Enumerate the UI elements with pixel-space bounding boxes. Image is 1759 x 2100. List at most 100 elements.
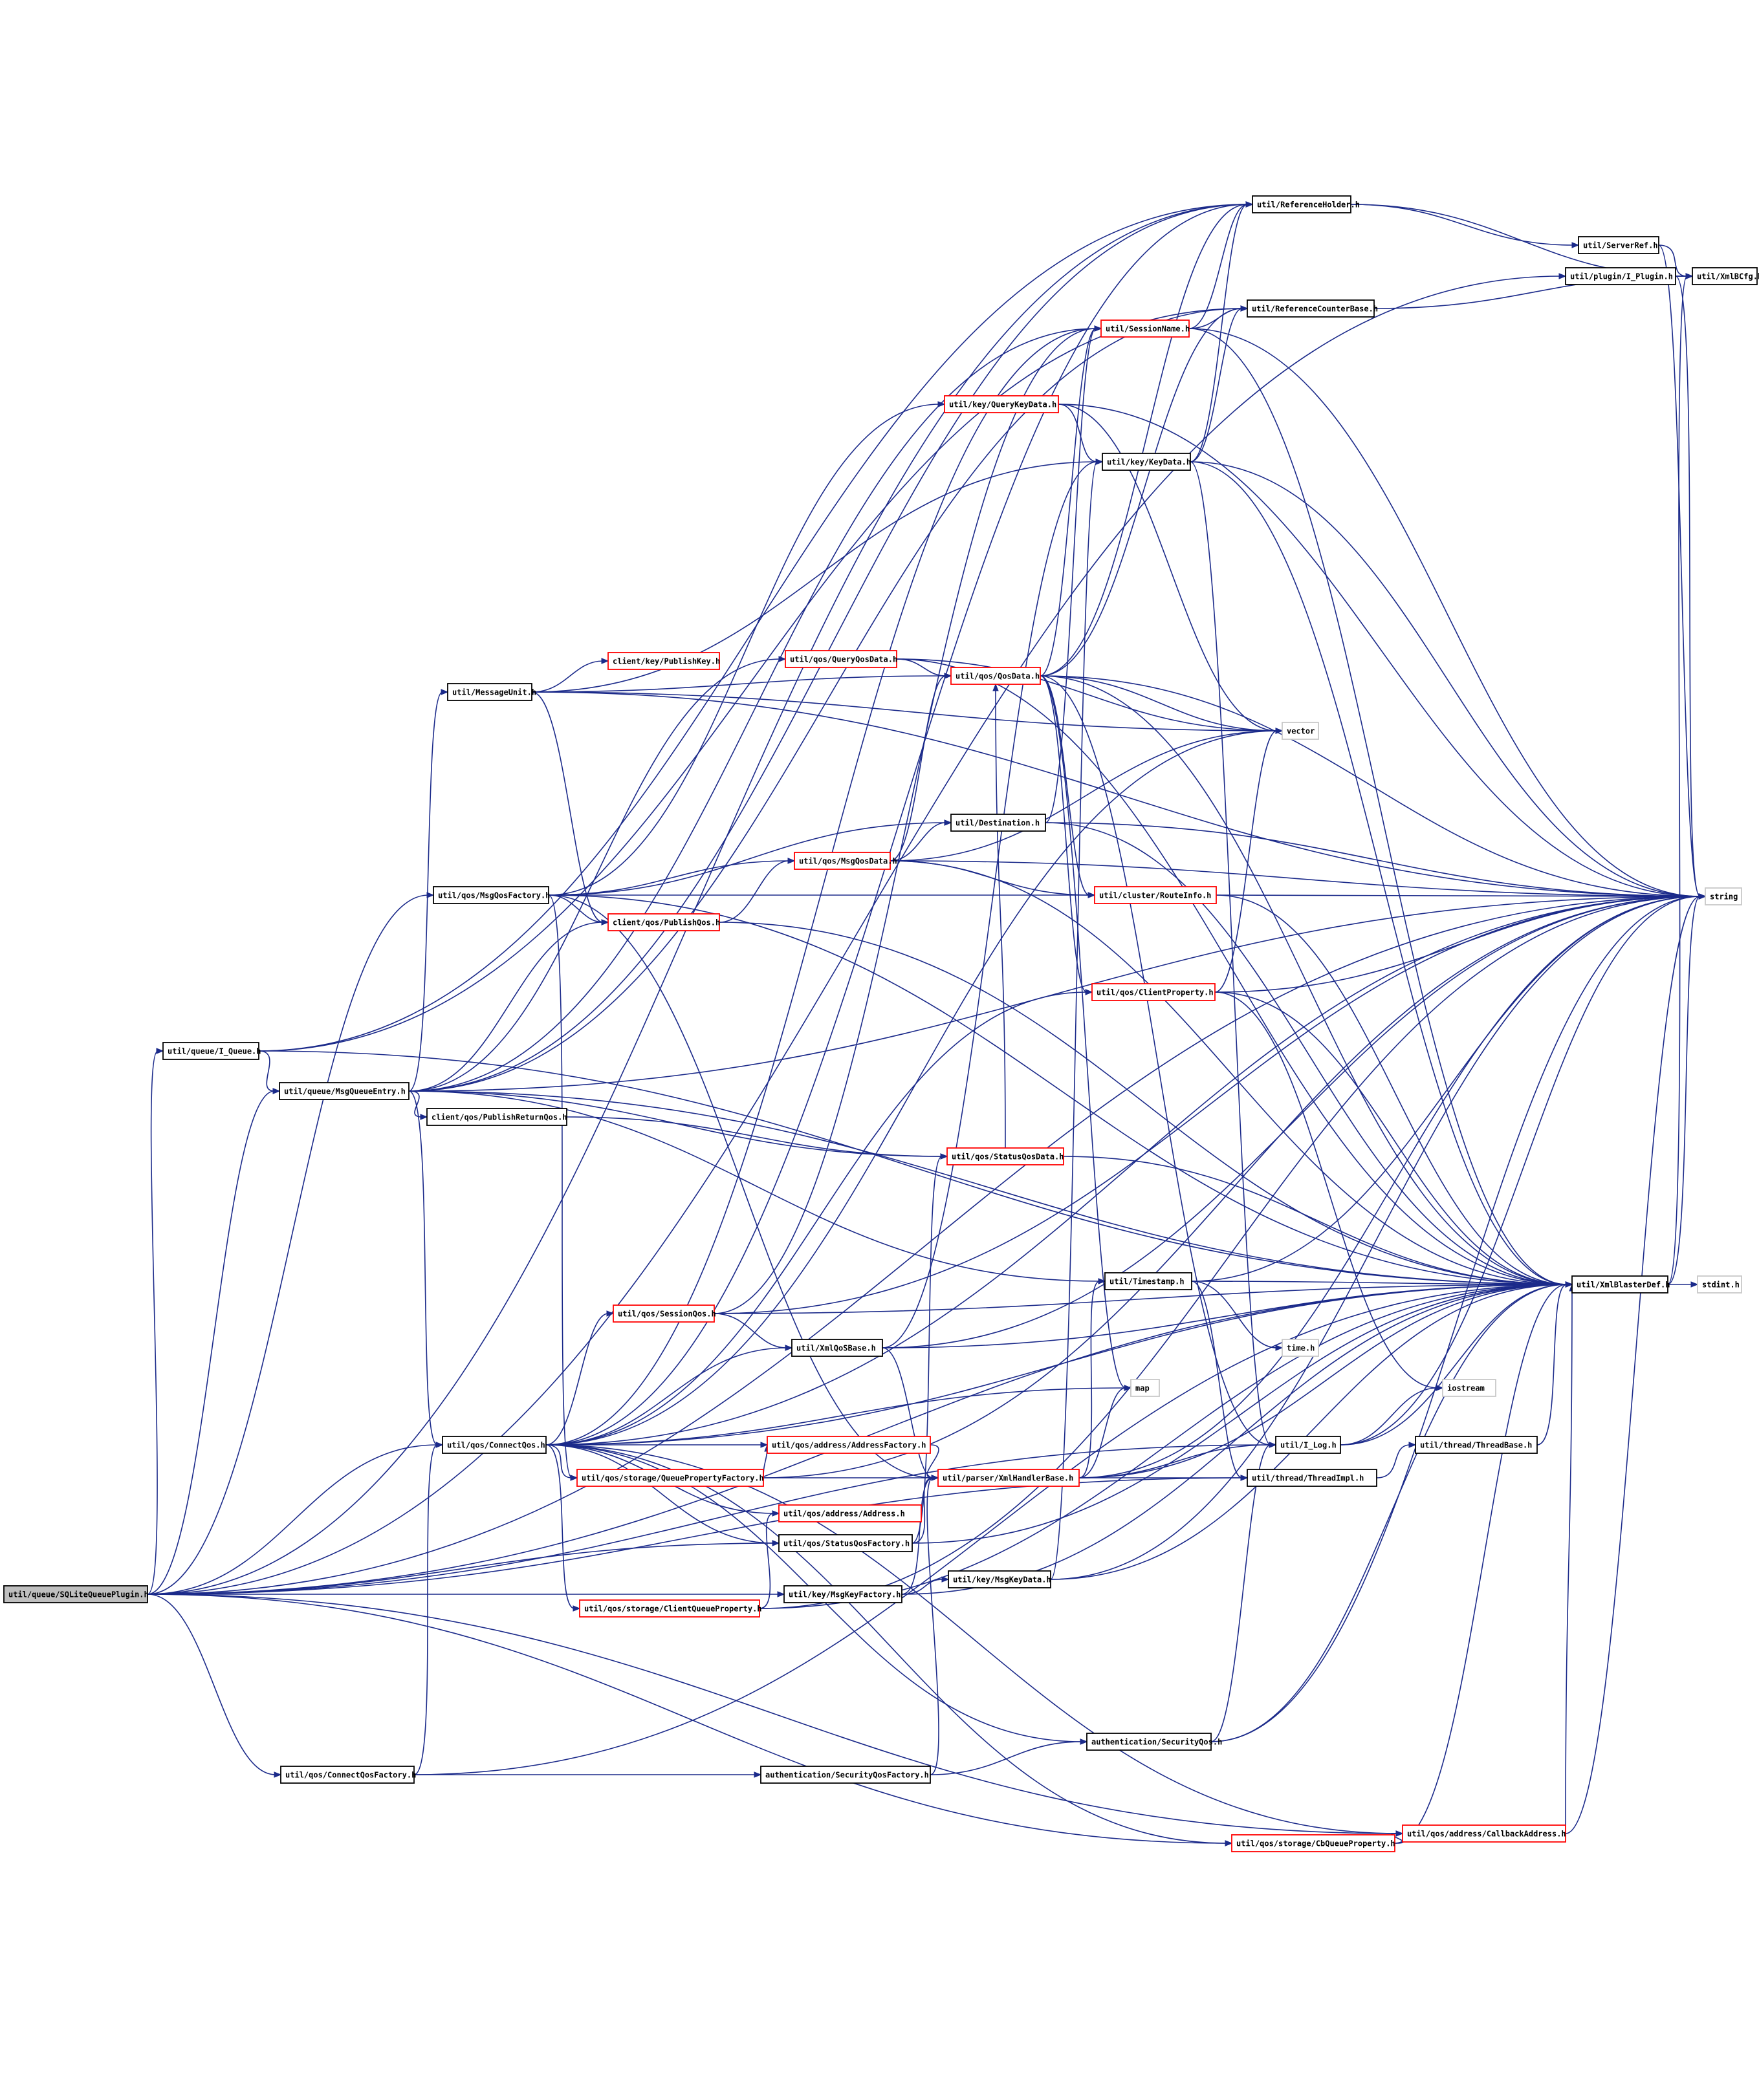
header-file-node[interactable]: iostream	[1442, 1379, 1496, 1397]
include-edge-qosdata-to-routeinfo	[1040, 675, 1090, 896]
header-file-node[interactable]: string	[1705, 887, 1742, 905]
header-file-node[interactable]: util/ServerRef.h	[1578, 236, 1659, 254]
include-edge-root-to-iqueue	[147, 1050, 158, 1595]
header-file-node[interactable]: util/cluster/RouteInfo.h	[1094, 886, 1217, 904]
node-box	[433, 886, 549, 904]
node-label: util/qos/MsgQosData.h	[799, 857, 897, 866]
node-label: util/ReferenceCounterBase.h	[1252, 305, 1378, 314]
include-edge-mqfac-to-pubqos	[548, 894, 604, 923]
include-edge-mqe-to-msgunit	[408, 691, 443, 1092]
header-file-node[interactable]: authentication/SecurityQos.h	[1086, 1733, 1222, 1751]
include-edge-secfac-to-secqos	[930, 1741, 1082, 1775]
include-edge-msgqos-to-xmlbdef	[890, 860, 1568, 1285]
header-file-node[interactable]: util/thread/ThreadBase.h	[1415, 1436, 1538, 1454]
header-file-node[interactable]: util/parser/XmlHandlerBase.h	[937, 1469, 1080, 1487]
include-edge-arrowhead	[1085, 989, 1093, 995]
header-file-node[interactable]: client/key/PublishKey.h	[607, 652, 720, 670]
node-label: util/Destination.h	[956, 819, 1040, 828]
node-box	[950, 667, 1041, 685]
header-file-node[interactable]: util/key/QueryKeyData.h	[944, 395, 1059, 413]
header-file-node[interactable]: util/qos/StatusQosData.h	[946, 1147, 1064, 1165]
node-label: iostream	[1447, 1384, 1485, 1393]
include-edge-mqe-to-pubret	[408, 1090, 422, 1118]
header-file-node[interactable]: util/thread/ThreadImpl.h	[1247, 1469, 1377, 1487]
header-file-node[interactable]: util/qos/storage/ClientQueueProperty.h	[579, 1599, 762, 1618]
node-label: util/XmlBlasterDef.h	[1577, 1281, 1670, 1290]
header-file-node[interactable]: util/qos/address/CallbackAddress.h	[1402, 1824, 1566, 1843]
header-file-node[interactable]: util/XmlQoSBase.h	[791, 1339, 883, 1357]
header-file-node[interactable]: util/plugin/I_Plugin.h	[1565, 267, 1676, 285]
include-edge-connqos-to-string	[545, 896, 1701, 1445]
header-file-node[interactable]: util/qos/MsgQosData.h	[794, 852, 897, 870]
include-edge-dest-to-xmlbdef	[1045, 822, 1568, 1285]
node-label: client/qos/PublishReturnQos.h	[432, 1113, 567, 1122]
include-edge-arrowhead	[1395, 1830, 1404, 1837]
include-edge-arrowhead	[1269, 1442, 1277, 1448]
header-file-node[interactable]: util/qos/QosData.h	[950, 667, 1041, 685]
include-edge-mqfac-to-dest	[548, 822, 946, 896]
header-file-node[interactable]: util/qos/QueryQosData.h	[785, 650, 897, 668]
include-edge-mqe-to-refholder	[408, 204, 1248, 1092]
node-label: util/qos/ClientProperty.h	[1097, 988, 1214, 997]
header-file-node[interactable]: util/queue/I_Queue.h	[162, 1042, 261, 1060]
header-file-node[interactable]: util/I_Log.h	[1275, 1436, 1341, 1454]
include-edge-iqueue-to-xmlbdef	[258, 1050, 1568, 1285]
include-edge-arrowhead	[1275, 1345, 1284, 1351]
include-edge-connqos-to-queuepropfac	[545, 1444, 573, 1478]
node-label: util/key/MsgKeyFactory.h	[789, 1590, 901, 1599]
include-edge-connfac-to-xmlbdef	[413, 1284, 1568, 1775]
header-file-node[interactable]: util/XmlBlasterDef.h	[1571, 1275, 1670, 1294]
header-file-node[interactable]: authentication/SecurityQosFactory.h	[760, 1766, 931, 1784]
header-file-node[interactable]: util/qos/address/Address.h	[778, 1504, 922, 1522]
header-file-node[interactable]: client/qos/PublishReturnQos.h	[426, 1108, 567, 1126]
include-edge-mqfac-to-querykey	[548, 404, 940, 896]
header-file-node[interactable]: util/Destination.h	[950, 814, 1046, 832]
include-edge-arrowhead	[937, 401, 946, 407]
node-box	[1231, 1834, 1395, 1852]
header-file-node[interactable]: util/qos/ClientProperty.h	[1091, 983, 1216, 1001]
header-file-node[interactable]: util/qos/ConnectQosFactory.h	[280, 1766, 416, 1784]
node-box	[950, 814, 1046, 832]
node-label: authentication/SecurityQosFactory.h	[765, 1771, 929, 1780]
root-file-node[interactable]: util/queue/SQLiteQueuePlugin.h	[3, 1585, 149, 1603]
node-box	[1130, 1379, 1160, 1397]
header-file-node[interactable]: stdint.h	[1697, 1275, 1742, 1294]
include-edge-sessname-to-xmlbdef	[1188, 328, 1568, 1285]
include-edge-arrowhead	[1408, 1442, 1417, 1448]
header-file-node[interactable]: util/key/KeyData.h	[1102, 453, 1191, 471]
include-edge-iqueue-to-refcounter	[258, 308, 1243, 1052]
include-edge-arrowhead	[777, 1591, 785, 1597]
header-file-node[interactable]: vector	[1282, 722, 1319, 740]
header-file-node[interactable]: util/Timestamp.h	[1104, 1272, 1192, 1290]
header-file-node[interactable]: map	[1130, 1379, 1160, 1397]
header-file-node[interactable]: util/qos/address/AddressFactory.h	[767, 1436, 931, 1454]
header-file-node[interactable]: time.h	[1282, 1339, 1319, 1357]
header-file-node[interactable]: util/queue/MsgQueueEntry.h	[279, 1082, 410, 1100]
node-label: util/qos/address/Address.h	[783, 1510, 905, 1519]
include-edge-arrowhead	[272, 1088, 281, 1094]
node-label: util/qos/MsgQosFactory.h	[438, 891, 550, 900]
include-edge-connqos-to-vector	[545, 730, 1278, 1445]
header-file-node[interactable]: util/qos/ConnectQos.h	[442, 1436, 547, 1454]
include-edge-serverref-to-xmlbcfg	[1658, 244, 1688, 277]
header-file-node[interactable]: util/MessageUnit.h	[447, 683, 536, 701]
header-file-node[interactable]: util/qos/StatusQosFactory.h	[778, 1534, 913, 1552]
include-edge-arrowhead	[1225, 1840, 1233, 1846]
header-file-node[interactable]: util/key/MsgKeyData.h	[948, 1570, 1051, 1588]
header-file-node[interactable]: util/key/MsgKeyFactory.h	[783, 1585, 902, 1603]
header-file-node[interactable]: util/ReferenceHolder.h	[1252, 195, 1360, 213]
header-file-node[interactable]: util/SessionName.h	[1100, 319, 1190, 338]
node-box	[1247, 299, 1375, 318]
include-edge-msgqos-to-string	[890, 860, 1701, 897]
node-box	[1104, 1272, 1192, 1290]
include-edge-connqos-to-statusfac	[545, 1444, 774, 1544]
header-file-node[interactable]: util/qos/storage/QueuePropertyFactory.h	[576, 1469, 764, 1487]
include-edge-root-to-connfac	[147, 1594, 276, 1775]
header-file-node[interactable]: util/qos/MsgQosFactory.h	[433, 886, 550, 904]
header-file-node[interactable]: util/XmlBCfg.h	[1692, 267, 1759, 285]
node-label: util/MessageUnit.h	[452, 688, 536, 697]
header-file-node[interactable]: util/qos/SessionQos.h	[613, 1304, 716, 1323]
header-file-node[interactable]: util/qos/storage/CbQueueProperty.h	[1231, 1834, 1395, 1852]
header-file-node[interactable]: client/qos/PublishQos.h	[607, 913, 720, 931]
header-file-node[interactable]: util/ReferenceCounterBase.h	[1247, 299, 1378, 318]
